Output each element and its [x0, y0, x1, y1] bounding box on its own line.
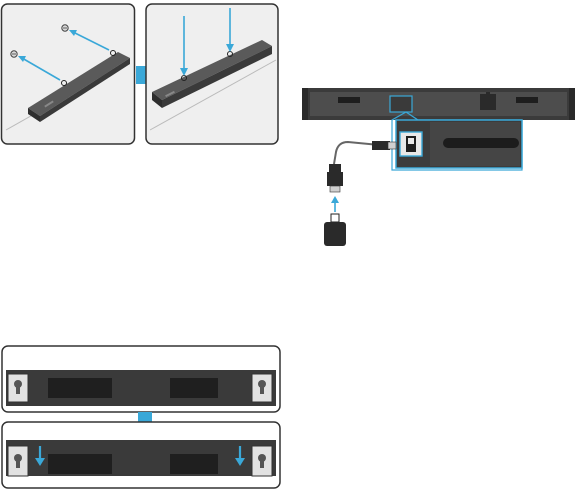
bracket-slot-icon: [7, 373, 29, 403]
hanging-panel-after: [1, 421, 281, 489]
bracket-slot-icon: [251, 445, 273, 477]
mounting-panel-before: [0, 3, 136, 145]
arrow-up-icon: [331, 196, 339, 212]
usb-port-icon: [399, 131, 423, 157]
screw-icon: [10, 50, 18, 58]
soundbar-rear: [302, 88, 575, 120]
bracket-slot-icon: [251, 373, 273, 403]
slide-down-arrow: [235, 446, 245, 466]
insert-arrow: [18, 56, 61, 81]
mounting-figure: [0, 3, 279, 145]
usb-connection-figure: [302, 88, 575, 246]
bracket-slot-icon: [7, 445, 29, 477]
wall-hanging-figure: [1, 345, 281, 489]
insert-arrow: [69, 30, 110, 51]
mounting-panel-after: [145, 3, 279, 145]
screw-icon: [61, 24, 69, 32]
hanging-panel-before: [1, 345, 281, 413]
insert-arrow: [180, 16, 188, 76]
insert-arrow: [226, 8, 234, 52]
usb-port-zoom: [395, 119, 523, 169]
soundbar-body: [28, 52, 130, 122]
soundbar-body: [152, 40, 272, 108]
slide-down-arrow: [35, 446, 45, 466]
usb-adapter-icon: [324, 213, 346, 246]
usb-cable: [327, 140, 397, 193]
